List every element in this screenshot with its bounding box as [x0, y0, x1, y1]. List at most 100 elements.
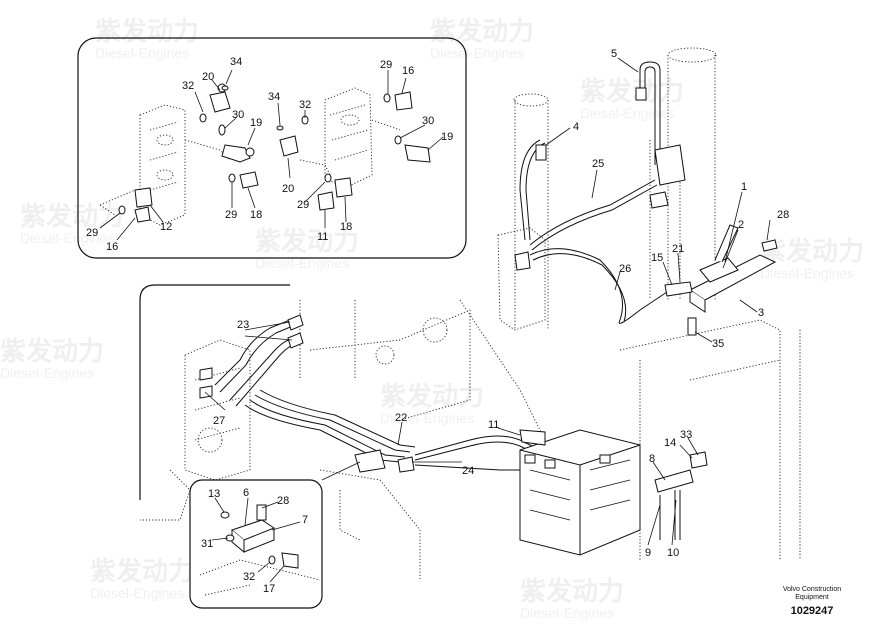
callout-29: 29: [297, 199, 309, 211]
callout-25: 25: [592, 158, 604, 170]
callout-9: 9: [645, 547, 651, 559]
svg-text:紫发动力: 紫发动力: [90, 556, 194, 586]
o-rings-inset: [118, 85, 402, 215]
callout-28: 28: [277, 495, 289, 507]
callout-20: 20: [282, 183, 294, 195]
main-leaders: [204, 321, 699, 546]
callout-13: 13: [208, 488, 220, 500]
main-hose-bundle: [214, 317, 541, 471]
callout-33: 33: [680, 429, 692, 441]
callout-30: 30: [232, 109, 244, 121]
fittings-main: [199, 314, 708, 493]
svg-text:紫发动力: 紫发动力: [430, 16, 534, 46]
inset-leaders: [99, 69, 444, 241]
o-rings-bottom: [220, 511, 276, 565]
svg-text:紫发动力: 紫发动力: [20, 201, 124, 231]
svg-text:紫发动力: 紫发动力: [520, 576, 624, 606]
callout-29: 29: [380, 59, 392, 71]
callout-17: 17: [263, 583, 275, 595]
detail-inset-top: 34 20 32 30 19 29 18 12 29 16 34 32 20 2…: [77, 37, 467, 259]
control-valve: [519, 429, 641, 556]
callout-28: 28: [777, 209, 789, 221]
watermark-layer: 紫发动力 Diesel-Engines 紫发动力 Diesel-Engines …: [0, 16, 864, 621]
watermark-4: 紫发动力 Diesel-Engines: [20, 201, 124, 246]
svg-text:Diesel-Engines: Diesel-Engines: [255, 255, 349, 271]
callout-19: 19: [441, 131, 453, 143]
fitting-16b: [394, 91, 413, 111]
machine-structure: [140, 299, 561, 580]
bottom-inset-leaders: [211, 497, 301, 583]
svg-text:紫发动力: 紫发动力: [760, 236, 864, 266]
callout-22: 22: [395, 412, 407, 424]
callout-16: 16: [106, 241, 118, 253]
callout-5: 5: [611, 48, 617, 60]
solenoid-bracket: [689, 224, 777, 313]
bolt-28-bottom: [256, 504, 267, 521]
svg-text:Diesel-Engines: Diesel-Engines: [520, 605, 614, 621]
callout-32: 32: [299, 99, 311, 111]
footer: Volvo Construction Equipment 1029247: [783, 586, 841, 617]
watermark-6: 紫发动力 Diesel-Engines: [760, 236, 864, 281]
svg-text:Diesel-Engines: Diesel-Engines: [580, 105, 674, 121]
fitting-elbow-19a: [221, 144, 255, 163]
detail-inset-bottom: 13 6 28 7 31 32 17: [189, 461, 361, 609]
svg-text:Diesel-Engines: Diesel-Engines: [95, 45, 189, 61]
watermark-2: 紫发动力 Diesel-Engines: [430, 16, 534, 61]
callout-12: 12: [160, 221, 172, 233]
fitting-18b: [334, 177, 353, 198]
callout-32: 32: [182, 80, 194, 92]
callout-20: 20: [202, 71, 214, 83]
callout-10: 10: [667, 547, 679, 559]
fitting-17: [281, 552, 299, 569]
callout-24: 24: [462, 465, 474, 477]
fitting-19b: [404, 144, 431, 163]
fitting-12: [134, 187, 153, 208]
callout-7: 7: [302, 514, 308, 526]
svg-text:紫发动力: 紫发动力: [580, 76, 684, 106]
callout-30: 30: [422, 115, 434, 127]
fitting-20b: [279, 135, 299, 157]
callout-11: 11: [317, 231, 328, 243]
pilot-hoses: [519, 61, 671, 324]
callout-4: 4: [573, 121, 579, 133]
fitting-lower-hose-end: [664, 281, 693, 297]
svg-text:Diesel-Engines: Diesel-Engines: [0, 365, 94, 381]
svg-text:紫发动力: 紫发动力: [95, 16, 199, 46]
callout-35: 35: [712, 338, 724, 350]
svg-text:紫发动力: 紫发动力: [255, 226, 359, 256]
callout-23: 23: [237, 319, 249, 331]
upper-right-leaders: [545, 57, 771, 343]
side-hoses: [659, 490, 681, 540]
callout-8: 8: [649, 453, 655, 465]
callout-29: 29: [86, 227, 98, 239]
bolt-35: [687, 317, 697, 336]
callout-29: 29: [225, 209, 237, 221]
callout-1: 1: [741, 181, 747, 193]
main-assembly: 23 27 22 24 11 8 14 33 9 10: [139, 284, 708, 580]
callout-14: 14: [664, 437, 676, 449]
callout-2: 2: [738, 219, 744, 231]
callout-34: 34: [230, 56, 242, 68]
inset-bottom-structure: [199, 559, 321, 596]
svg-text:Diesel-Engines: Diesel-Engines: [380, 410, 474, 426]
bolt-28-top: [761, 239, 778, 252]
watermark-3: 紫发动力 Diesel-Engines: [580, 76, 684, 121]
watermark-7: 紫发动力 Diesel-Engines: [0, 336, 104, 381]
main-frame-border: [139, 284, 290, 500]
clamp-block: [230, 519, 276, 554]
callout-19: 19: [250, 117, 262, 129]
document-number: 1029247: [791, 605, 834, 617]
svg-text:Diesel-Engines: Diesel-Engines: [760, 265, 854, 281]
watermark-9: 紫发动力 Diesel-Engines: [90, 556, 194, 601]
caption-line-1: Volvo Construction: [783, 586, 841, 593]
svg-text:Diesel-Engines: Diesel-Engines: [430, 45, 524, 61]
fitting-11: [317, 191, 335, 211]
watermark-1: 紫发动力 Diesel-Engines: [95, 16, 199, 61]
svg-text:Diesel-Engines: Diesel-Engines: [20, 230, 114, 246]
callout-32: 32: [243, 571, 255, 583]
watermark-10: 紫发动力 Diesel-Engines: [520, 576, 624, 621]
fitting-18a: [239, 171, 259, 189]
callout-27: 27: [213, 415, 225, 427]
inset-border: [77, 37, 467, 259]
